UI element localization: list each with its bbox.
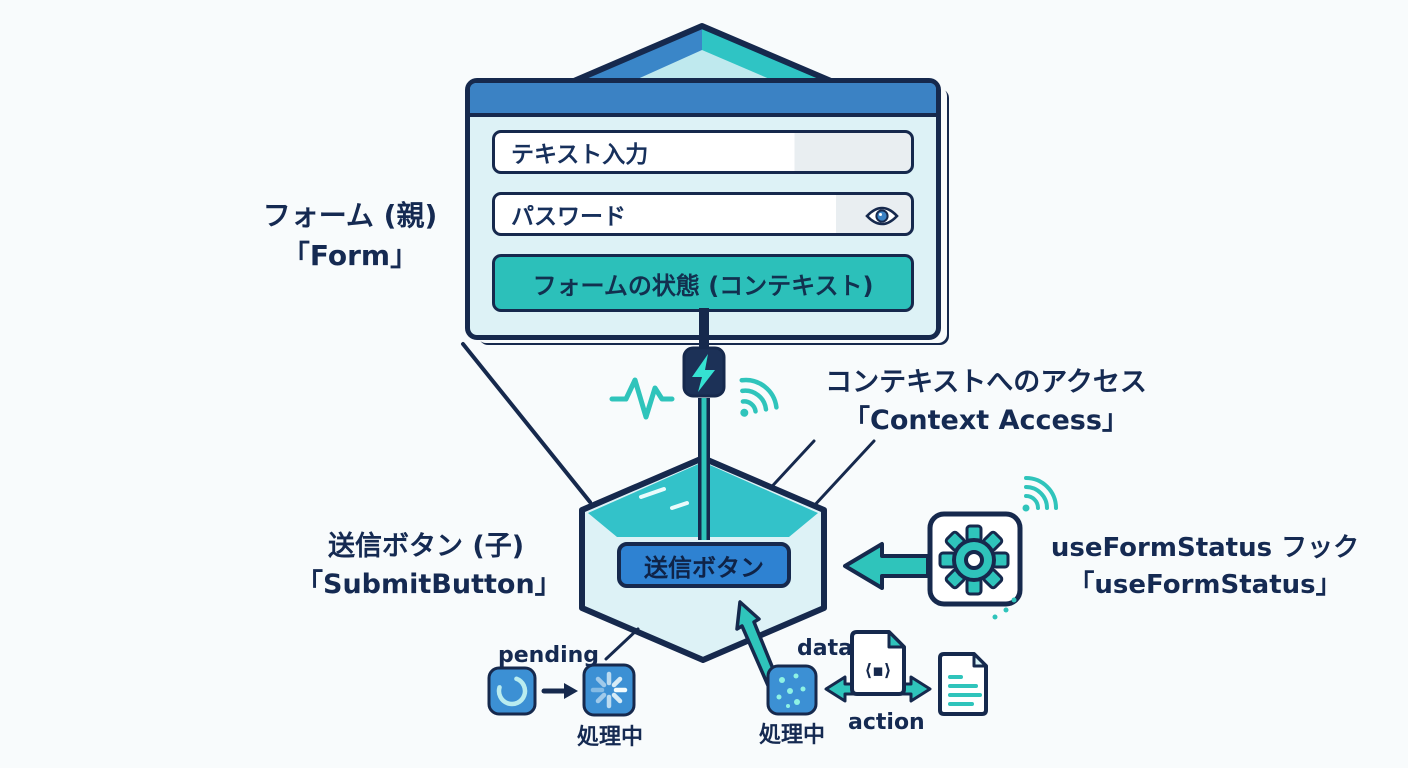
form-to-submit-connector-line (461, 342, 592, 504)
text-input-field[interactable] (495, 139, 911, 165)
power-plug-icon (682, 346, 726, 398)
submit-child-label-line1: 送信ボタン (子) (327, 531, 525, 562)
gear-dots (992, 597, 1017, 620)
data-dots-icon (766, 664, 818, 716)
action-label: action (848, 710, 925, 735)
action-double-arrow-icon (824, 675, 932, 703)
spinner-icon (582, 663, 636, 717)
submit-button[interactable]: 送信ボタン (617, 542, 791, 588)
text-input[interactable] (492, 130, 914, 174)
context-access-label: コンテキストへのアクセス 「Context Access」 (802, 364, 1170, 441)
useformstatus-label-line1: useFormStatus フック (1050, 533, 1360, 563)
pending-processing-label: 処理中 (577, 725, 644, 750)
data-processing-label: 処理中 (759, 723, 826, 748)
data-arrow-icon (735, 600, 782, 692)
password-input-field[interactable] (495, 201, 911, 227)
data-label: data (797, 636, 853, 661)
pending-source-icon (487, 666, 537, 716)
form-card: フォームの状態 (コンテキスト) (465, 78, 941, 340)
wifi-signal-icon (739, 377, 779, 417)
password-input[interactable] (492, 192, 914, 236)
form-parent-label: フォーム (親) 「Form」 (238, 196, 462, 276)
gear-wifi-icon (1022, 476, 1058, 512)
form-parent-label-line2: 「Form」 (281, 238, 419, 272)
form-state-context-box: フォームの状態 (コンテキスト) (492, 254, 914, 312)
pending-label: pending (498, 643, 600, 668)
hexagon-to-pending-line (604, 627, 640, 661)
code-glyph: ⟨▪⟩ (864, 661, 891, 681)
context-access-pointer-lines (750, 439, 876, 510)
pending-arrow-icon (541, 683, 578, 699)
context-access-label-line1: コンテキストへのアクセス (825, 367, 1147, 398)
hook-arrow-icon (843, 542, 930, 590)
useformstatus-label: useFormStatus フック 「useFormStatus」 (1040, 530, 1370, 604)
useformstatus-gear-icon (927, 476, 1058, 620)
submit-child-label-line2: 「SubmitButton」 (296, 569, 562, 601)
useformstatus-label-line2: 「useFormStatus」 (1068, 569, 1342, 600)
submit-child-label: 送信ボタン (子) 「SubmitButton」 (296, 528, 562, 605)
form-parent-label-line1: フォーム (親) (262, 199, 438, 232)
form-card-header (470, 83, 936, 117)
pulse-icon (609, 377, 675, 420)
code-file-icon: ⟨▪⟩ (850, 630, 906, 696)
context-access-label-line2: 「Context Access」 (843, 405, 1129, 437)
document-icon (938, 652, 988, 716)
eye-icon[interactable] (865, 204, 899, 228)
